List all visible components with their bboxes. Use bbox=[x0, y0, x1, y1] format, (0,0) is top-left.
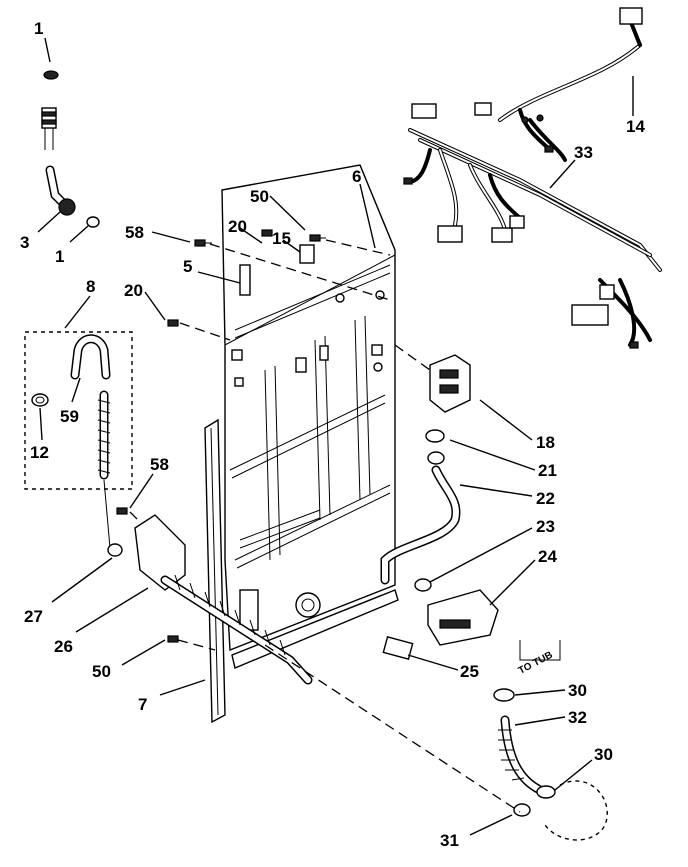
rear-panel bbox=[221, 164, 396, 652]
callout-1b: 1 bbox=[55, 247, 64, 266]
callout-23: 23 bbox=[536, 517, 555, 536]
callout-50a: 50 bbox=[250, 187, 269, 206]
callout-58b: 58 bbox=[150, 455, 169, 474]
callout-59: 59 bbox=[60, 407, 79, 426]
water-valve bbox=[380, 354, 499, 660]
drain-hose-lower bbox=[103, 479, 313, 685]
screw-50-top bbox=[309, 234, 326, 242]
callout-6: 6 bbox=[352, 167, 361, 186]
callout-30b: 30 bbox=[594, 745, 613, 764]
callout-26: 26 bbox=[54, 637, 73, 656]
screw-58-lower bbox=[116, 507, 128, 515]
callout-27: 27 bbox=[24, 607, 43, 626]
callout-5: 5 bbox=[183, 257, 192, 276]
callout-32: 32 bbox=[568, 708, 587, 727]
callout-15: 15 bbox=[272, 229, 291, 248]
hardware bbox=[116, 229, 326, 643]
callout-14: 14 bbox=[626, 117, 645, 136]
callout-12: 12 bbox=[30, 443, 49, 462]
screw-20-left bbox=[167, 319, 179, 327]
assembly-lines bbox=[129, 239, 521, 813]
base-rail bbox=[231, 589, 399, 669]
bracket-15 bbox=[299, 244, 315, 264]
callout-21: 21 bbox=[538, 461, 557, 480]
screw-50-lower bbox=[167, 635, 179, 643]
callout-8: 8 bbox=[86, 277, 95, 296]
callout-20a: 20 bbox=[228, 217, 247, 236]
callout-20b: 20 bbox=[124, 281, 143, 300]
inlet-fittings bbox=[41, 70, 100, 228]
screw-20-top bbox=[261, 229, 273, 237]
callouts: 1 3 1 58 20 50 15 6 5 20 8 59 12 14 33 1… bbox=[20, 19, 645, 850]
callout-58a: 58 bbox=[125, 223, 144, 242]
callout-25: 25 bbox=[460, 662, 479, 681]
to-tub-note: TO TUB bbox=[517, 650, 555, 677]
callout-33: 33 bbox=[574, 143, 593, 162]
bracket-5 bbox=[239, 264, 251, 296]
callout-7: 7 bbox=[138, 695, 147, 714]
side-brace bbox=[204, 418, 226, 724]
callout-31: 31 bbox=[440, 831, 459, 850]
callout-3: 3 bbox=[20, 233, 29, 252]
wire-harness bbox=[403, 7, 662, 349]
callout-22: 22 bbox=[536, 489, 555, 508]
screw-58-top bbox=[194, 239, 212, 247]
leader-lines bbox=[37, 37, 634, 836]
callout-18: 18 bbox=[536, 433, 555, 452]
callout-1: 1 bbox=[34, 19, 43, 38]
tub-hose bbox=[493, 640, 608, 841]
hose-kit bbox=[24, 331, 133, 490]
callout-24: 24 bbox=[538, 547, 557, 566]
callout-30a: 30 bbox=[568, 681, 587, 700]
callout-50b: 50 bbox=[92, 662, 111, 681]
